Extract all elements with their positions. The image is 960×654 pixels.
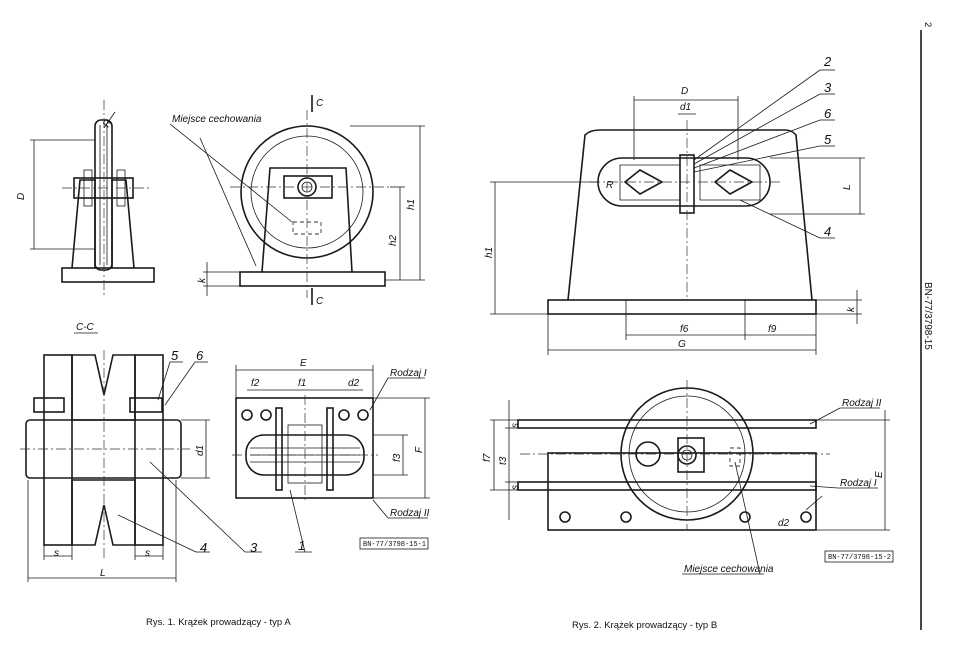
fig1-dim-k: k bbox=[197, 277, 208, 283]
fig1-top-view bbox=[232, 365, 430, 553]
fig2-dim-k: k bbox=[846, 306, 857, 312]
fig1-dim-f2: f2 bbox=[251, 378, 260, 389]
fig2-dim-s-top: s bbox=[510, 423, 521, 428]
fig2-dim-R: R bbox=[606, 180, 613, 191]
fig2-type2: Rodzaj II bbox=[842, 398, 882, 409]
fig1-callout-5: 5 bbox=[171, 348, 179, 363]
fig1-side-view bbox=[30, 100, 155, 295]
fig2-stamp: BN-77/3798-15-2 bbox=[828, 554, 891, 562]
fig2-dim-h1: h1 bbox=[484, 247, 495, 258]
fig1-dim-f3: f3 bbox=[392, 453, 403, 462]
fig1-dim-h2: h2 bbox=[388, 234, 399, 246]
fig2-callout-3: 3 bbox=[824, 80, 832, 95]
fig2-dim-t3: t3 bbox=[498, 456, 509, 465]
fig2-callout-4: 4 bbox=[824, 224, 831, 239]
fig1-callout-1: 1 bbox=[298, 538, 305, 553]
fig1-section-mark-bottom: C bbox=[316, 296, 324, 307]
fig1-section-mark-top: C bbox=[316, 98, 324, 109]
fig1-dim-f1: f1 bbox=[298, 378, 306, 389]
fig1-type2: Rodzaj II bbox=[390, 508, 430, 519]
document-code-vertical: BN-77/3798-15 bbox=[922, 282, 933, 350]
fig1-caption: Rys. 1. Krążek prowadzący - typ A bbox=[146, 617, 291, 628]
fig2-dim-d1: d1 bbox=[680, 102, 691, 113]
fig1-dim-R: R bbox=[101, 118, 114, 130]
fig1-dim-s-right: s bbox=[145, 548, 150, 559]
fig1-section-label: C-C bbox=[76, 322, 95, 333]
fig2-front-view bbox=[490, 69, 865, 355]
fig1-stamp: BN-77/3798-15-1 bbox=[363, 541, 426, 549]
fig1-dim-L: L bbox=[100, 568, 106, 579]
fig1-dim-D: D bbox=[16, 193, 27, 200]
fig1-front-view bbox=[169, 95, 425, 305]
fig2-dim-G: G bbox=[678, 339, 686, 350]
fig2-type1: Rodzaj I bbox=[840, 478, 877, 489]
fig2-calibration-label: Miejsce cechowania bbox=[684, 564, 774, 575]
fig2-dim-f7: f7 bbox=[482, 453, 493, 462]
fig1-calibration-label: Miejsce cechowania bbox=[172, 114, 262, 125]
fig2-top-view bbox=[490, 380, 894, 575]
fig2-dim-D: D bbox=[681, 86, 688, 97]
fig1-callout-3: 3 bbox=[250, 540, 258, 555]
page-number: 2 bbox=[922, 22, 933, 27]
fig1-section-view bbox=[20, 350, 262, 582]
fig1-dim-d2: d2 bbox=[348, 378, 360, 389]
fig2-caption: Rys. 2. Krążek prowadzący - typ B bbox=[572, 620, 717, 631]
fig1-type1: Rodzaj I bbox=[390, 368, 427, 379]
fig2-callout-5: 5 bbox=[824, 132, 832, 147]
fig2-dim-f6: f6 bbox=[680, 324, 689, 335]
fig2-dim-d2: d2 bbox=[778, 518, 790, 529]
fig1-dim-s-left: s bbox=[54, 548, 59, 559]
fig2-dim-s-bottom: s bbox=[510, 485, 521, 490]
fig1-dim-h1: h1 bbox=[406, 199, 417, 210]
fig1-dim-F: F bbox=[414, 446, 425, 453]
fig2-dim-f9: f9 bbox=[768, 324, 777, 335]
fig1-callout-4: 4 bbox=[200, 540, 207, 555]
fig2-dim-L: L bbox=[842, 184, 853, 190]
fig1-dim-E: E bbox=[300, 358, 307, 369]
fig1-dim-d1: d1 bbox=[195, 445, 206, 456]
fig2-dim-E: E bbox=[874, 471, 885, 478]
fig2-callout-6: 6 bbox=[824, 106, 832, 121]
fig2-callout-2: 2 bbox=[823, 54, 832, 69]
fig1-callout-6: 6 bbox=[196, 348, 204, 363]
